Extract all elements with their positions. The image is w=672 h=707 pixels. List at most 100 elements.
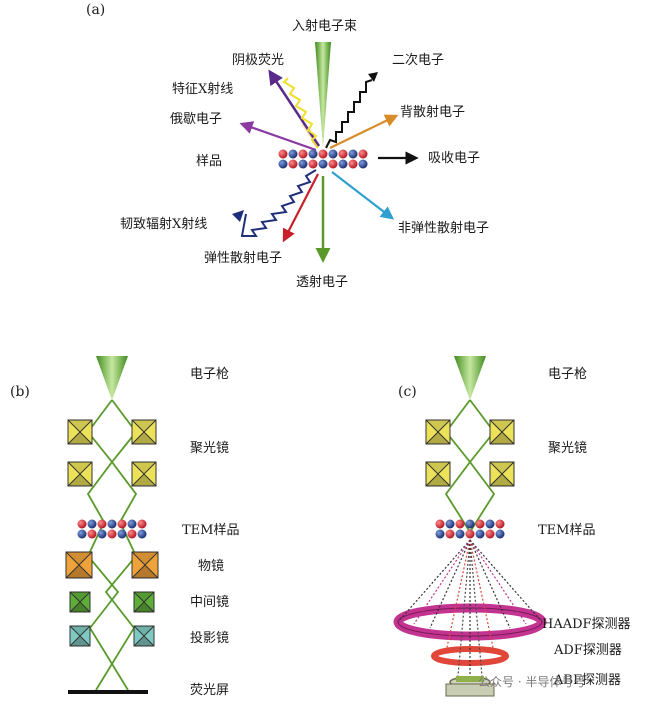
sample-a-atom xyxy=(288,159,298,169)
intermediate-lens xyxy=(133,591,155,613)
fluorescent-screen xyxy=(68,690,148,694)
objective-lens xyxy=(65,551,93,579)
sample-a-atom xyxy=(288,149,298,159)
characteristic-xray-wave xyxy=(282,77,319,149)
label-incident-beam: 入射电子束 xyxy=(292,18,357,34)
label-sample: 样品 xyxy=(196,154,222,169)
sample-b-atom xyxy=(107,519,117,529)
scattered-ray xyxy=(469,539,511,629)
beam-path-c-right xyxy=(468,399,496,533)
label-sample-c: TEM样品 xyxy=(538,523,595,538)
sample-c-atom xyxy=(465,529,475,539)
label-objective: 物镜 xyxy=(198,559,224,574)
electron-gun-c xyxy=(454,356,486,400)
sample-b-atom xyxy=(97,529,107,539)
sample-atoms-b xyxy=(77,519,147,539)
scattered-ray xyxy=(469,539,495,653)
sample-a-atom xyxy=(308,159,318,169)
electron-gun-b xyxy=(96,356,128,400)
sample-c-atom xyxy=(475,519,485,529)
sample-b-atom xyxy=(87,529,97,539)
sample-atoms-c xyxy=(435,519,505,539)
sample-b-atom xyxy=(77,529,87,539)
label-abf: ABF探测器 xyxy=(553,673,621,688)
condenser-lens xyxy=(131,419,157,445)
secondary-electron-wave xyxy=(325,79,373,149)
condenser-lens xyxy=(425,419,451,445)
sample-c-atom xyxy=(435,529,445,539)
characteristic-xray-wave-shadow xyxy=(301,123,319,149)
label-elastic-electrons: 弹性散射电子 xyxy=(204,250,282,266)
sample-a-atom xyxy=(278,159,288,169)
label-haadf: HAADF探测器 xyxy=(542,617,631,632)
condenser-lens xyxy=(489,419,515,445)
projector-lens xyxy=(133,625,155,647)
sample-b-atom xyxy=(97,519,107,529)
label-condenser-b: 聚光镜 xyxy=(190,441,229,456)
auger-arrow xyxy=(239,121,317,152)
sample-c-atom xyxy=(445,529,455,539)
panel-c-label: (c) xyxy=(398,384,417,400)
panel-a-label: (a) xyxy=(86,2,105,18)
intermediate-lens xyxy=(69,591,91,613)
label-secondary-electrons: 二次电子 xyxy=(392,52,444,68)
condenser-lens xyxy=(131,461,157,487)
sample-a-atom xyxy=(348,159,358,169)
label-gun-c: 电子枪 xyxy=(548,366,587,382)
sample-c-atom xyxy=(435,519,445,529)
condenser-lens xyxy=(67,461,93,487)
sample-b-atom xyxy=(77,519,87,529)
sample-a-atom xyxy=(298,149,308,159)
panel-c: (c) 电子枪 聚光镜 TEM样品 HAADF探测器 ADF探测器 ABF探测器 xyxy=(393,356,631,697)
sample-c-atom xyxy=(495,529,505,539)
panel-a: (a) 入射电子束 阴极荧光 二次电子 特征X射线 背散射电子 俄歇电子 xyxy=(86,2,489,290)
sample-c-atom xyxy=(445,519,455,529)
lenses-b xyxy=(65,419,159,647)
cathodoluminescence-arrow xyxy=(268,69,321,147)
sample-b-atom xyxy=(137,529,147,539)
label-cathodoluminescence: 阴极荧光 xyxy=(232,53,284,68)
sample-c-atom xyxy=(475,529,485,539)
panel-b-label: (b) xyxy=(10,384,30,400)
scattered-ray xyxy=(413,539,471,625)
sample-a-atom xyxy=(328,149,338,159)
label-absorbed-electrons: 吸收电子 xyxy=(428,151,480,166)
label-gun-b: 电子枪 xyxy=(190,366,229,382)
label-adf: ADF探测器 xyxy=(553,643,622,658)
label-backscatter-electrons: 背散射电子 xyxy=(400,104,465,120)
label-auger-electrons: 俄歇电子 xyxy=(170,112,222,127)
sample-b-atom xyxy=(117,519,127,529)
sample-b-atom xyxy=(137,519,147,529)
watermark: 公众号 · 半导体号号 xyxy=(478,675,585,689)
sample-a-atom xyxy=(328,159,338,169)
scattered-ray xyxy=(429,539,471,629)
label-condenser-c: 聚光镜 xyxy=(548,441,587,456)
sample-a-atom xyxy=(338,149,348,159)
label-inelastic-electrons: 非弹性散射电子 xyxy=(398,220,489,236)
sample-b-atom xyxy=(117,529,127,539)
label-intermediate: 中间镜 xyxy=(190,595,229,610)
condenser-lens xyxy=(67,419,93,445)
sample-a-atom xyxy=(318,149,328,159)
sample-a-atom xyxy=(308,149,318,159)
inelastic-arrow xyxy=(331,171,395,220)
panel-b: (b) 电子枪 聚光镜 TEM样品 物镜 中间镜 投影镜 荧光屏 xyxy=(10,356,239,698)
label-screen: 荧光屏 xyxy=(190,683,229,698)
sample-b-atom xyxy=(107,529,117,539)
condenser-lens xyxy=(489,461,515,487)
sample-b-atom xyxy=(127,529,137,539)
lenses-c xyxy=(425,419,515,487)
label-projector: 投影镜 xyxy=(190,630,229,646)
projector-lens xyxy=(69,625,91,647)
sample-a-atom xyxy=(278,149,288,159)
abf-detector-core xyxy=(456,676,484,682)
sample-c-atom xyxy=(485,519,495,529)
bremsstrahlung-wave xyxy=(240,169,317,237)
label-sample-b: TEM样品 xyxy=(182,523,239,538)
label-transmitted-electrons: 透射电子 xyxy=(296,274,348,290)
scattered-ray xyxy=(457,539,471,677)
elastic-arrow xyxy=(282,173,319,243)
condenser-lens xyxy=(425,461,451,487)
scattered-ray xyxy=(469,539,527,625)
